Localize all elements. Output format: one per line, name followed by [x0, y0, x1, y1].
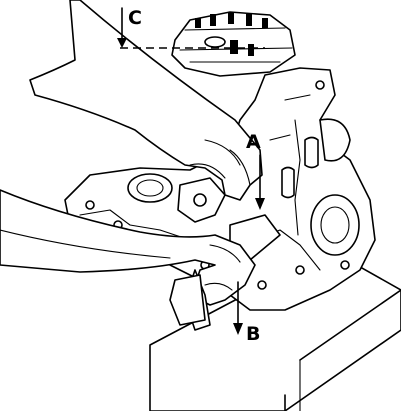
- upper-hand: [29, 0, 263, 201]
- lower-hand: [0, 189, 256, 331]
- arrow-a: [255, 154, 265, 210]
- callout-a: A: [246, 131, 261, 153]
- callout-c: C: [128, 7, 142, 29]
- arrow-c: [117, 7, 127, 48]
- arrow-b: [233, 281, 243, 335]
- callout-b: B: [246, 323, 260, 345]
- gear-cluster: [171, 11, 296, 77]
